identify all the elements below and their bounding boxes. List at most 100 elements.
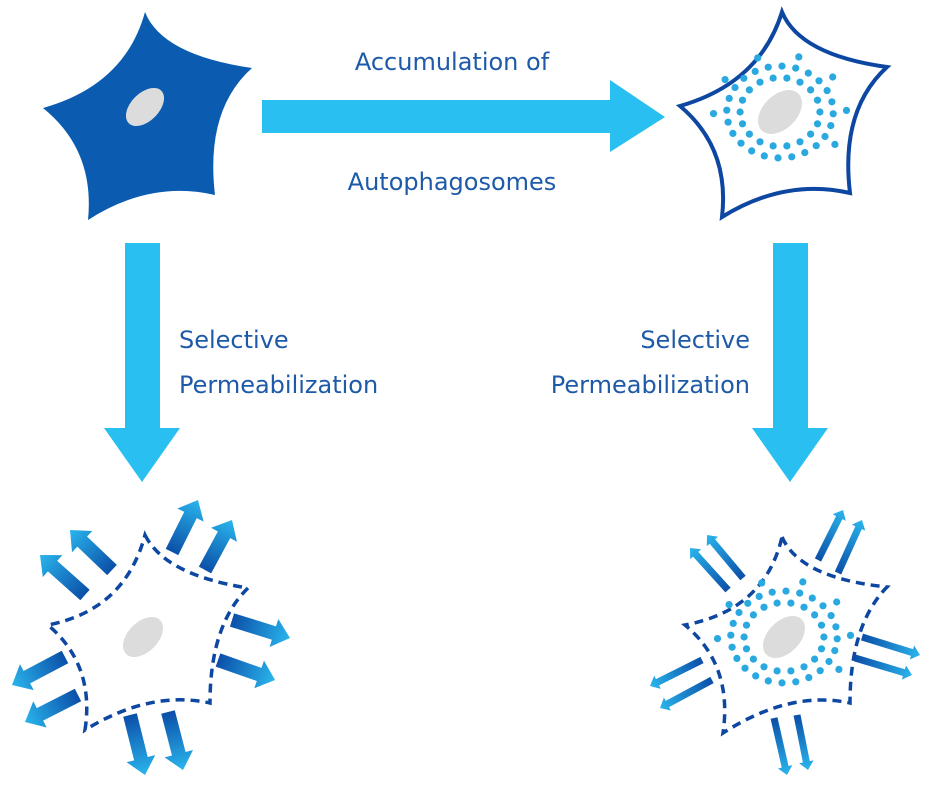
autophagosome-dot (742, 645, 751, 653)
autophagosome-dot (792, 64, 800, 72)
autophagosome-dot (769, 74, 777, 82)
autophagosome-dot (729, 129, 737, 137)
autophagosome-dot (842, 106, 851, 114)
autophagosome-dot (754, 54, 762, 62)
autophagosome-dot (764, 63, 772, 71)
autophagosome-dot (764, 677, 772, 685)
release-arrow (198, 519, 237, 574)
release-arrow (165, 500, 204, 556)
autophagosome-dot (788, 153, 796, 161)
release-arrow (24, 688, 82, 728)
autophagosome-dot (721, 76, 729, 84)
accumulation-arrow-shape (262, 80, 665, 152)
autophagosome-dot (821, 132, 829, 141)
right-permeabilization-arrow: Selective Permeabilization (551, 243, 828, 482)
release-arrow (860, 633, 920, 660)
autophagosome-dot (735, 608, 743, 617)
autophagosome-dot (783, 74, 791, 82)
autophagosome-dot (745, 130, 754, 138)
release-arrow (123, 713, 156, 776)
autophagosome-dot (829, 73, 837, 81)
autophagosome-dot (723, 106, 731, 114)
release-arrows (649, 510, 920, 776)
nucleus (122, 616, 164, 658)
autophagosome-dot (742, 621, 751, 629)
autophagosome-dot (833, 635, 841, 643)
left-permeabilization-arrow: Selective Permeabilization (104, 243, 378, 482)
release-arrow (793, 714, 814, 771)
release-arrow (834, 519, 866, 575)
autophagosome-dot (819, 602, 827, 610)
autophagosome-dot (760, 663, 768, 671)
left-permeabilization-arrow-shape (104, 243, 180, 482)
autophagosome-dot (727, 631, 735, 639)
autophagosome-dot (831, 647, 839, 655)
autophagosome-dot (740, 633, 748, 641)
autophagosome-dot (808, 594, 816, 602)
autophagosome-dot (804, 69, 812, 77)
autophagosome-dot (800, 603, 808, 611)
release-arrow (853, 654, 913, 680)
autophagosome-dot (728, 643, 736, 651)
autophagosome-dot (752, 672, 760, 680)
autophagosome-dot (751, 67, 759, 75)
autophagosome-dot (760, 152, 768, 160)
nucleus (125, 87, 165, 127)
release-arrow (706, 535, 746, 581)
autophagosome-dot (816, 667, 824, 675)
autophagosome-dot (813, 120, 822, 128)
left-permeabilization-label-line1: Selective (179, 326, 289, 354)
autophagosome-cluster (713, 578, 855, 687)
autophagosome-dot (799, 578, 807, 586)
release-arrow (161, 710, 194, 771)
dashed-cell-membrane (44, 530, 252, 734)
release-arrow (215, 653, 275, 689)
autophagosome-dot (725, 601, 733, 609)
right-permeabilization-label-line1: Selective (640, 326, 750, 354)
autophagosome-dot (807, 86, 815, 94)
permeabilized-normal-cell (12, 500, 290, 776)
autophagosome-dot (832, 623, 840, 631)
autophagosome-dot (812, 142, 820, 150)
autophagosome-dot (792, 678, 800, 686)
autophagosome-dot (827, 122, 835, 130)
autophagosome-dot (749, 655, 758, 663)
autophagosome-dot (795, 53, 803, 61)
autophagosome-dot (815, 77, 823, 85)
autophagosome-dot (816, 108, 824, 116)
autophagosome-dot (831, 140, 839, 148)
autophagosome-dot (738, 120, 747, 128)
permeabilized-autophagosome-cell (649, 510, 920, 776)
release-arrow (229, 613, 290, 648)
autophagosome-dot (749, 611, 758, 619)
autophagosome-dot (745, 86, 754, 94)
autophagosome-dot (774, 154, 782, 162)
autophagosome-dot (828, 98, 836, 106)
release-arrows (12, 500, 290, 776)
autophagosome-dot (805, 674, 813, 682)
autophagosome-dot (713, 635, 722, 643)
right-permeabilization-arrow-shape (752, 243, 828, 482)
autophagosome-dot (820, 633, 828, 641)
autophagosome-dot (846, 631, 855, 640)
autophagosome-dot (733, 654, 741, 663)
autophagosome-dot (827, 612, 835, 620)
cell-membrane (675, 6, 892, 221)
autophagosome-dot (773, 599, 781, 607)
autophagosome-dot (768, 588, 776, 596)
autophagosome-dot (782, 587, 790, 595)
autophagosome-dot (756, 78, 764, 86)
autophagosome-cluster (709, 53, 851, 162)
autophagosome-dot (741, 664, 749, 672)
release-arrow (12, 650, 69, 691)
release-arrow (69, 530, 117, 576)
autophagosome-cell (675, 6, 892, 221)
autophagosome-dot (801, 149, 809, 157)
autophagosome-dot (769, 142, 777, 150)
autophagosome-dot (729, 619, 737, 628)
autophagosome-dot (709, 110, 718, 118)
autophagosome-dot (778, 679, 786, 687)
autophagosome-dot (817, 645, 826, 653)
autophagosome-dot (835, 665, 843, 674)
